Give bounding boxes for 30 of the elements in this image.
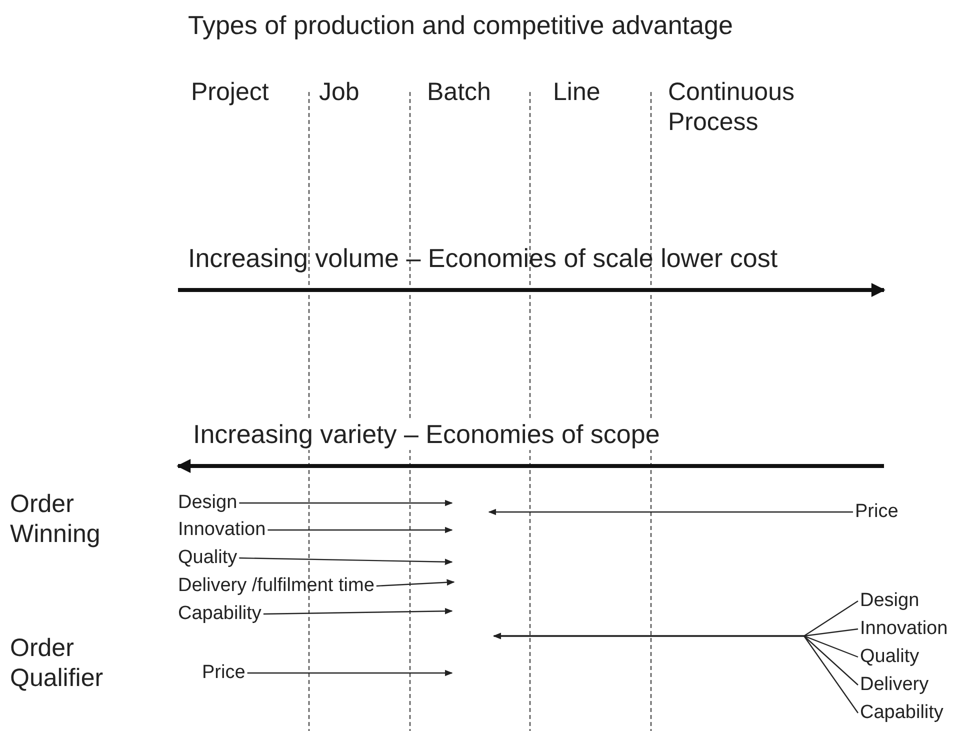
arrow [488,508,853,516]
row-heading: Order Qualifier [10,634,104,693]
arrow [239,500,453,506]
factor-label: Price [202,662,246,684]
factor-label: Capability [178,602,262,626]
factor-label: Quality [178,546,238,570]
factor-label: Delivery /fulfilment time [178,574,374,598]
factor-label: Capability [860,702,944,724]
diagram-title: Types of production and competitive advantage [188,10,733,41]
factor-label: Delivery [860,674,929,696]
arrow [268,526,453,534]
factor-label: Price [855,500,898,524]
axis-caption: Increasing variety – Economies of scope [193,419,660,450]
row-heading: Order Winning [10,490,102,549]
factor-label: Design [178,492,238,514]
column-heading: Continuous Process [668,78,796,137]
axis-caption: Increasing volume – Economies of scale lower cost [188,243,778,274]
factor-label: Quality [860,646,920,668]
arrow [376,579,455,587]
column-heading: Project [191,78,269,108]
column-heading: Batch [427,78,491,108]
factor-label: Innovation [860,618,948,640]
arrow [263,608,453,615]
column-heading: Line [553,78,600,108]
arrow [493,632,858,714]
column-heading: Job [319,78,360,108]
arrow [239,557,453,566]
factor-label: Innovation [178,518,266,542]
factor-label: Design [860,590,920,612]
arrow [247,670,453,676]
